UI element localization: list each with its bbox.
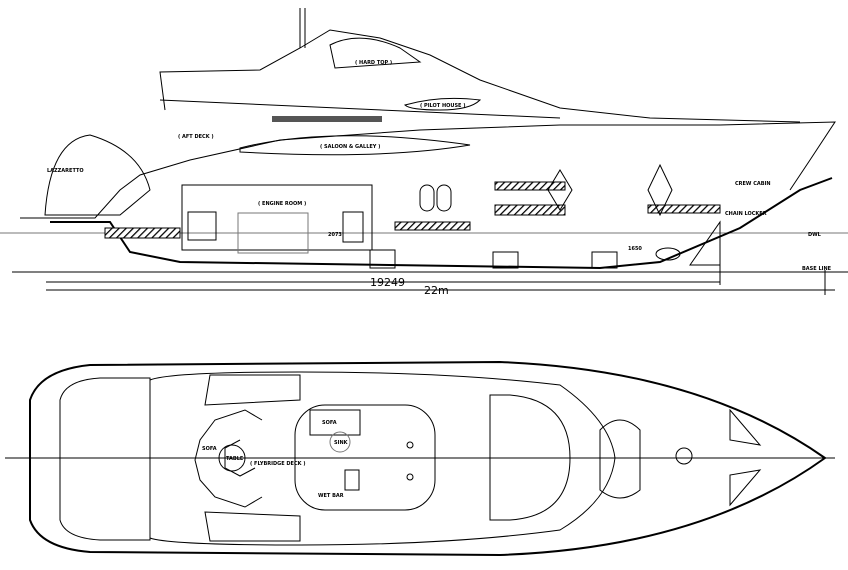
helm-chair — [406, 441, 414, 449]
hull-sheer — [20, 121, 836, 219]
porthole — [419, 184, 435, 212]
wet-bar — [309, 409, 361, 436]
sink — [329, 431, 351, 453]
side-profile: ( HARD TOP ) ( PILOT HOUSE ) ( AFT DECK … — [0, 8, 848, 297]
thruster — [655, 247, 681, 261]
label-height-2073: 2073 — [328, 232, 342, 238]
label-lazzarette: LAZZARETTO — [47, 168, 84, 174]
label-chain-locker: CHAIN LOCKER — [725, 211, 767, 217]
hard-top-window — [329, 37, 422, 69]
dimension-hull-length: 19249 — [370, 276, 405, 289]
tender — [44, 134, 151, 216]
label-crew-cabin: CREW CABIN — [735, 181, 771, 187]
label-sofa-aft: SOFA — [202, 446, 217, 452]
helm-station — [294, 404, 436, 511]
engine — [237, 212, 309, 254]
label-sofa-helm: SOFA — [322, 420, 337, 426]
stairs — [204, 374, 301, 542]
pilot-house-window — [404, 97, 482, 111]
label-pilot-house: ( PILOT HOUSE ) — [420, 103, 466, 109]
saloon-window — [239, 135, 471, 156]
plan-view: ( FLYBRIDGE DECK ) SOFA SOFA TABLE WET B… — [5, 360, 835, 557]
label-dwl: DWL — [808, 232, 822, 238]
label-saloon-galley: ( SALOON & GALLEY ) — [320, 144, 380, 150]
foredeck-hatch — [599, 419, 641, 499]
deck-beam — [272, 116, 382, 122]
hatched-berth — [104, 227, 181, 239]
label-height-1650: 1650 — [628, 246, 642, 252]
generator-box — [187, 211, 217, 241]
porthole — [436, 184, 452, 212]
tank — [369, 249, 396, 269]
label-hard-top: ( HARD TOP ) — [355, 60, 392, 66]
windshield — [489, 394, 571, 521]
dimension-overall-length: 22m — [424, 284, 449, 297]
engine-room-box — [181, 184, 373, 251]
flybridge-outline — [149, 371, 616, 546]
label-aft-deck: ( AFT DECK ) — [178, 134, 214, 140]
label-sink: SINK — [334, 440, 349, 446]
helm-chair — [406, 473, 414, 481]
helm-seat — [344, 469, 360, 491]
anchor-lockers — [729, 408, 762, 507]
swim-platform — [59, 377, 151, 541]
deck-hatch — [675, 447, 693, 465]
hull-outline-plan — [29, 360, 827, 557]
label-base-line: BASE LINE — [802, 266, 832, 272]
superstructure-outline — [159, 29, 801, 123]
label-flybridge-deck: ( FLYBRIDGE DECK ) — [250, 461, 306, 467]
label-wet-bar: WET BAR — [318, 493, 344, 499]
label-table: TABLE — [226, 456, 244, 462]
label-engine-room: ( ENGINE ROOM ) — [258, 201, 306, 207]
door-marks — [547, 163, 673, 217]
table — [218, 444, 246, 472]
